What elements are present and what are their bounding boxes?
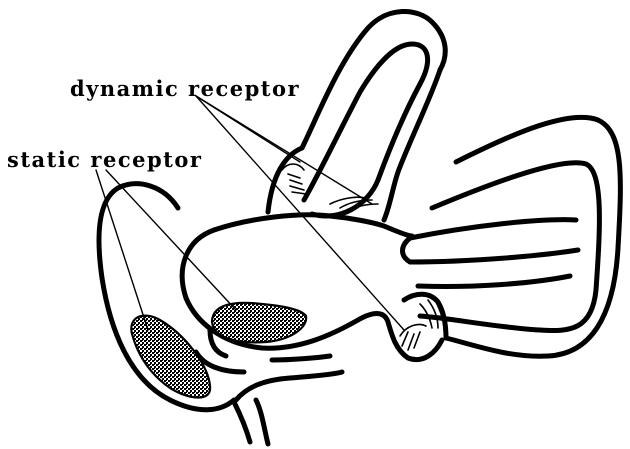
upper-crista-hair-4 — [292, 192, 306, 194]
endolymphatic-duct-left — [234, 402, 250, 442]
dynamic-leader-3 — [196, 96, 404, 330]
dynamic-leader-2 — [196, 96, 372, 204]
lateral-canal-lower-wall — [410, 250, 578, 262]
upper-crista-hair-3 — [290, 186, 304, 190]
lateral-canal-upper-wall — [410, 220, 576, 238]
upper-crista — [282, 164, 304, 170]
lateral-canal-inner-loop — [418, 276, 570, 287]
static-leader-1 — [96, 170, 148, 330]
lower-crista-hair-3 — [414, 332, 420, 348]
utricle-outline — [182, 215, 412, 298]
saccule-bridge — [272, 356, 330, 360]
semicircular-canals — [268, 11, 620, 356]
lateral-canal-left-link — [403, 238, 411, 262]
upper-canal-inner-wall — [304, 44, 428, 216]
lower-crista-hair-1 — [402, 332, 408, 346]
saccule-inner-rim — [236, 372, 342, 400]
lower-crista-hair-2 — [408, 334, 414, 350]
static-leader-2 — [106, 170, 236, 310]
static-receptor-label: static receptor — [7, 149, 202, 170]
upper-crista-hair-1 — [288, 174, 300, 178]
endolymphatic-duct-right — [256, 400, 268, 444]
saccular-macula — [131, 316, 210, 398]
utricular-macula — [212, 303, 306, 343]
dynamic-receptor-label: dynamic receptor — [70, 78, 300, 99]
leader-lines — [96, 96, 404, 330]
posterior-canal-inner-wall — [420, 163, 599, 331]
upper-crista-hair-2 — [290, 180, 302, 184]
